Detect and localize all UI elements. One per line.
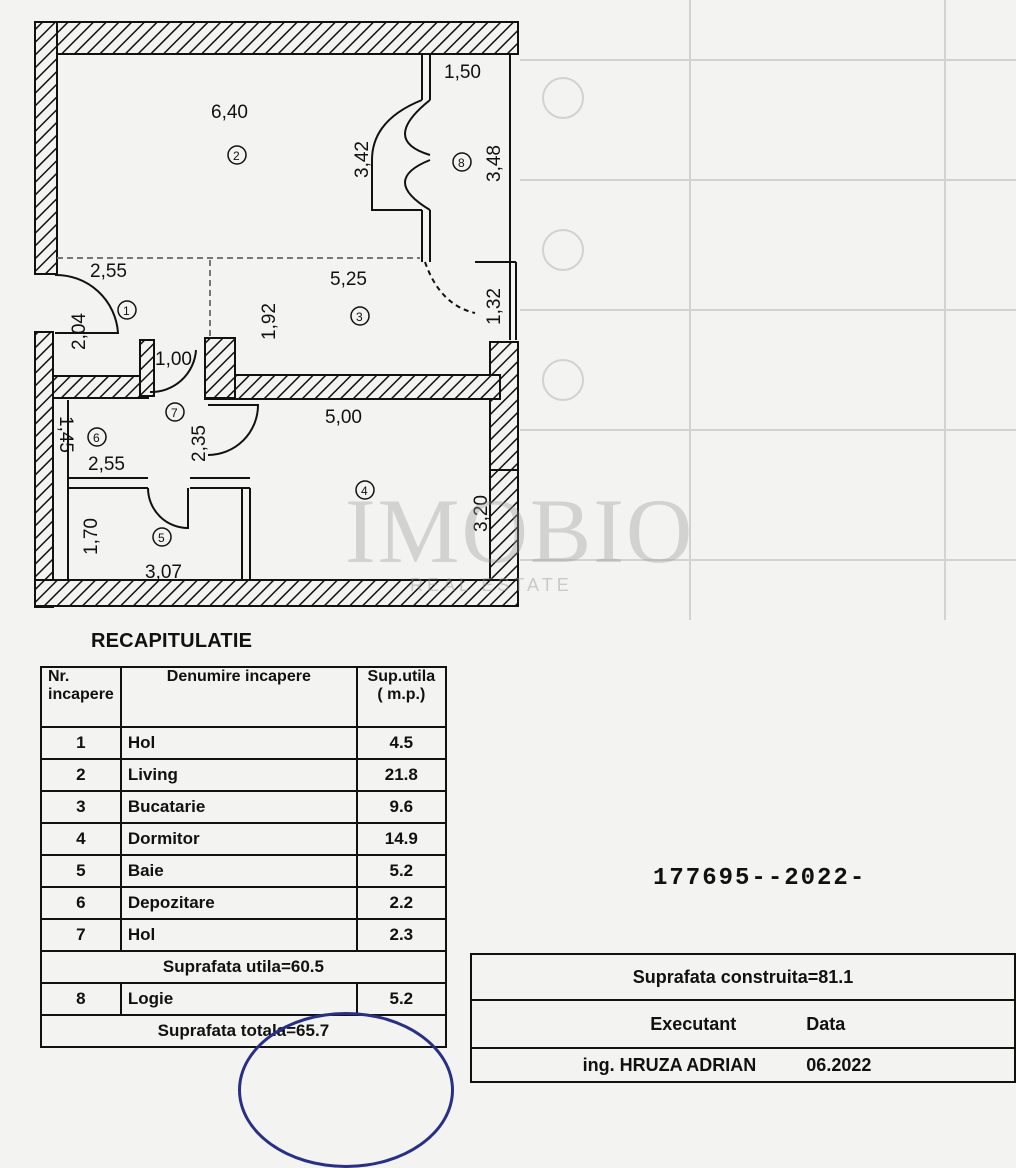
room-marker-1: 1	[117, 300, 137, 320]
cell-nr: 2	[40, 758, 122, 792]
cell-nr: 5	[40, 854, 122, 888]
dim-bedroom-width: 5,00	[325, 407, 362, 428]
room-markers: 1 2 3 4 5 6 7 8	[87, 145, 472, 547]
header-nr: Nr. incapere	[40, 666, 122, 728]
cell-area: 9.6	[355, 790, 447, 824]
dim-hall2-height: 2,35	[189, 425, 210, 462]
registration-number: 177695--2022-	[653, 865, 867, 892]
svg-text:5: 5	[158, 531, 165, 545]
cell-nr: 4	[40, 822, 122, 856]
doors	[54, 99, 476, 530]
dim-bath-height: 1,70	[81, 518, 102, 555]
execution-table: Suprafata construita=81.1 Executant Data…	[469, 953, 1016, 1083]
dim-storage-width: 2,55	[88, 454, 125, 475]
cell-name: Hol	[119, 726, 358, 760]
background-grid	[520, 0, 1016, 620]
watermark-subtitle: REAL ESTATE	[410, 575, 573, 595]
cell-nr: 3	[40, 790, 122, 824]
cell-name: Hol	[119, 918, 358, 952]
cell-name: Living	[119, 758, 358, 792]
dim-loggia-height: 3,48	[484, 145, 505, 182]
cell-name: Logie	[119, 982, 358, 1016]
dim-loggia-width: 1,50	[444, 62, 481, 83]
cell-area: 4.5	[355, 726, 447, 760]
watermark-logo: IMOBIO	[345, 480, 695, 582]
svg-text:7: 7	[171, 406, 178, 420]
cell-nr: 6	[40, 886, 122, 920]
cell-nr: 8	[40, 982, 122, 1016]
header-name: Denumire incapere	[119, 666, 358, 728]
dim-bedroom-height: 3,20	[471, 495, 492, 532]
dim-living-width: 6,40	[211, 102, 248, 123]
svg-text:6: 6	[93, 431, 100, 445]
cell-area: 5.2	[355, 982, 447, 1016]
dim-hall2-width: 1,00	[155, 349, 192, 370]
cell-name: Bucatarie	[119, 790, 358, 824]
cell-nr: 1	[40, 726, 122, 760]
executant-row: ing. HRUZA ADRIAN 06.2022	[469, 1047, 1016, 1083]
recap-header-row: Nr. incapere Denumire incapere Sup.utila…	[40, 666, 447, 728]
room-marker-8: 8	[452, 152, 472, 172]
executant-label: Executant	[469, 999, 777, 1049]
certification-stamp	[238, 1012, 454, 1168]
cell-nr: 7	[40, 918, 122, 952]
cell-area: 2.2	[355, 886, 447, 920]
useful-total-row: Suprafata utila=60.5	[40, 950, 447, 984]
interior-lines	[57, 54, 517, 580]
svg-text:3: 3	[356, 310, 363, 324]
executant-name: ing. HRUZA ADRIAN	[469, 1047, 777, 1083]
cell-area: 2.3	[355, 918, 447, 952]
built-area-row: Suprafata construita=81.1	[470, 953, 1016, 1001]
useful-total: Suprafata utila=60.5	[40, 950, 447, 984]
svg-text:8: 8	[458, 156, 465, 170]
cell-name: Baie	[119, 854, 358, 888]
dim-bath-width: 3,07	[145, 562, 182, 583]
dim-kitchen-height: 1,92	[259, 303, 280, 340]
floor-plan: 6,40 3,42 1,50 3,48 2,55 5,25 2,04 1,92 …	[34, 0, 1016, 620]
room-marker-2: 2	[227, 145, 247, 165]
room-marker-5: 5	[152, 527, 172, 547]
svg-text:2: 2	[233, 149, 240, 163]
cell-area: 21.8	[355, 758, 447, 792]
cell-name: Depozitare	[119, 886, 358, 920]
recap-title: RECAPITULATIE	[91, 630, 253, 652]
date-label: Data	[776, 999, 1016, 1049]
walls	[34, 21, 519, 608]
room-marker-3: 3	[350, 306, 370, 326]
svg-text:4: 4	[361, 484, 368, 498]
dimension-labels: 6,40 3,42 1,50 3,48 2,55 5,25 2,04 1,92 …	[55, 62, 505, 583]
dim-kitchen-width: 5,25	[330, 269, 367, 290]
room-marker-6: 6	[87, 427, 107, 447]
dim-door-height: 3,42	[352, 141, 373, 178]
header-area: Sup.utila ( m.p.)	[355, 666, 447, 728]
room-marker-7: 7	[165, 402, 185, 422]
cell-area: 5.2	[355, 854, 447, 888]
recap-table: Nr. incapere Denumire incapere Sup.utila…	[40, 666, 447, 1048]
dim-storage-height: 1,45	[55, 416, 76, 453]
room-marker-4: 4	[355, 480, 375, 500]
date-value: 06.2022	[776, 1047, 1016, 1083]
executant-header-row: Executant Data	[469, 999, 1016, 1049]
dim-hall-width: 2,55	[90, 261, 127, 282]
svg-text:1: 1	[123, 304, 130, 318]
dim-entry-height: 2,04	[69, 313, 90, 350]
dim-kitchen-right-height: 1,32	[484, 288, 505, 325]
cell-area: 14.9	[355, 822, 447, 856]
cell-name: Dormitor	[119, 822, 358, 856]
built-area: Suprafata construita=81.1	[470, 953, 1016, 1001]
